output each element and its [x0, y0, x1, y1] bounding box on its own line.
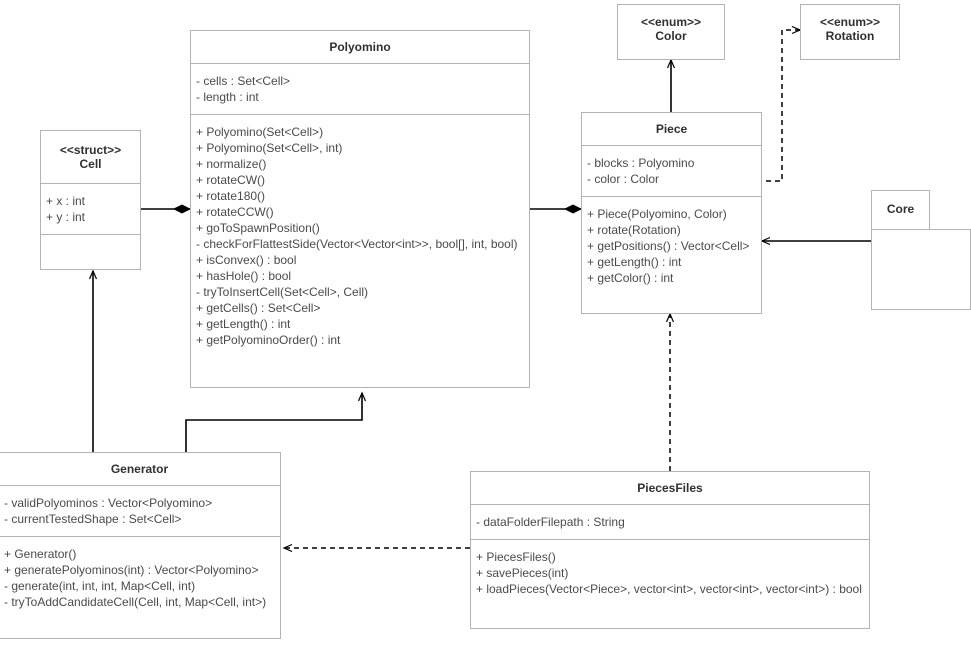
class-attributes-generator: - validPolyominos : Vector<Polyomino> - …: [0, 485, 280, 536]
class-node-generator[interactable]: Generator - validPolyominos : Vector<Pol…: [0, 452, 281, 639]
class-attributes-piece: - blocks : Polyomino - color : Color: [582, 145, 761, 196]
class-attributes-cell: + x : int + y : int: [41, 183, 140, 234]
operation-list: + Generator() + generatePolyominos(int) …: [4, 546, 275, 610]
edge-generator-polyomino: [185, 393, 362, 452]
operation-item: + rotate180(): [196, 189, 266, 203]
operation-item: + rotateCW(): [196, 173, 266, 187]
operation-item: + getPositions() : Vector<Cell>: [587, 239, 750, 253]
attribute-list: + x : int + y : int: [46, 193, 135, 225]
class-node-cell[interactable]: <<struct>> Cell + x : int + y : int: [40, 130, 141, 270]
attribute-item: - dataFolderFilepath : String: [476, 515, 625, 529]
operation-item: + getColor() : int: [587, 271, 674, 285]
attribute-item: + y : int: [46, 210, 86, 224]
attribute-item: - length : int: [196, 90, 259, 104]
class-attributes-polyomino: - cells : Set<Cell> - length : int: [191, 63, 529, 114]
class-title-rotation: <<enum>> Rotation: [801, 5, 899, 53]
class-node-rotation[interactable]: <<enum>> Rotation: [800, 4, 900, 60]
operation-item: - checkForFlattestSide(Vector<Vector<int…: [196, 237, 518, 251]
class-stereotype-color: <<enum>>: [640, 15, 702, 29]
attribute-item: - currentTestedShape : Set<Cell>: [4, 512, 182, 526]
class-operations-polyomino: + Polyomino(Set<Cell>) + Polyomino(Set<C…: [191, 114, 529, 357]
class-title-cell: <<struct>> Cell: [41, 131, 140, 183]
class-title-color: <<enum>> Color: [618, 5, 724, 53]
operation-item: - generate(int, int, int, Map<Cell, int): [4, 579, 196, 593]
attribute-item: - validPolyominos : Vector<Polyomino>: [4, 496, 213, 510]
class-stereotype-rotation: <<enum>>: [819, 15, 881, 29]
class-name-cell: Cell: [79, 157, 102, 171]
package-name-core: Core: [886, 202, 915, 216]
attribute-item: + x : int: [46, 194, 86, 208]
attribute-item: - color : Color: [587, 172, 660, 186]
class-name-color: Color: [655, 29, 687, 43]
class-operations-piecesfiles: + PiecesFiles() + savePieces(int) + load…: [471, 539, 869, 606]
operation-item: + goToSpawnPosition(): [196, 221, 320, 235]
class-title-piece: Piece: [582, 113, 761, 145]
operation-item: + getPolyominoOrder() : int: [196, 333, 341, 347]
class-operations-piece: + Piece(Polyomino, Color) + rotate(Rotat…: [582, 196, 761, 295]
operation-item: + normalize(): [196, 157, 267, 171]
class-name-piece: Piece: [655, 122, 688, 136]
class-attributes-piecesfiles: - dataFolderFilepath : String: [471, 504, 869, 539]
operation-item: + getCells() : Set<Cell>: [196, 301, 321, 315]
class-name-generator: Generator: [110, 462, 169, 476]
operation-item: + Piece(Polyomino, Color): [587, 207, 727, 221]
operation-item: + PiecesFiles(): [476, 550, 556, 564]
class-stereotype-cell: <<struct>>: [59, 143, 122, 157]
operation-item: + isConvex() : bool: [196, 253, 297, 267]
operation-item: - tryToInsertCell(Set<Cell>, Cell): [196, 285, 369, 299]
attribute-list: - dataFolderFilepath : String: [476, 514, 864, 530]
package-node-core[interactable]: Core: [871, 190, 971, 310]
operation-list: + Piece(Polyomino, Color) + rotate(Rotat…: [587, 206, 756, 286]
operation-item: + Generator(): [4, 547, 77, 561]
class-node-polyomino[interactable]: Polyomino - cells : Set<Cell> - length :…: [190, 30, 530, 388]
attribute-item: - cells : Set<Cell>: [196, 74, 291, 88]
class-operations-cell: [41, 234, 140, 256]
class-node-piece[interactable]: Piece - blocks : Polyomino - color : Col…: [581, 112, 762, 314]
class-node-piecesfiles[interactable]: PiecesFiles - dataFolderFilepath : Strin…: [470, 471, 870, 629]
operation-item: + Polyomino(Set<Cell>, int): [196, 141, 343, 155]
operation-item: + getLength() : int: [587, 255, 682, 269]
operation-item: + rotate(Rotation): [587, 223, 681, 237]
class-title-piecesfiles: PiecesFiles: [471, 472, 869, 504]
attribute-list: - blocks : Polyomino - color : Color: [587, 155, 756, 187]
class-operations-generator: + Generator() + generatePolyominos(int) …: [0, 536, 280, 619]
operation-item: + Polyomino(Set<Cell>): [196, 125, 324, 139]
class-name-polyomino: Polyomino: [329, 40, 391, 54]
attribute-list: - cells : Set<Cell> - length : int: [196, 73, 524, 105]
edge-piece-rotation: [766, 30, 800, 182]
operation-item: + hasHole() : bool: [196, 269, 292, 283]
operation-item: + savePieces(int): [476, 566, 569, 580]
package-tab-core: Core: [871, 190, 930, 230]
class-name-rotation: Rotation: [825, 29, 875, 43]
operation-item: + getLength() : int: [196, 317, 291, 331]
package-body-core: [871, 229, 971, 310]
operation-item: + rotateCCW(): [196, 205, 274, 219]
operation-list: + PiecesFiles() + savePieces(int) + load…: [476, 549, 864, 597]
class-title-polyomino: Polyomino: [191, 31, 529, 63]
operation-item: + loadPieces(Vector<Piece>, vector<int>,…: [476, 582, 862, 596]
attribute-item: - blocks : Polyomino: [587, 156, 695, 170]
operation-item: - tryToAddCandidateCell(Cell, int, Map<C…: [4, 595, 267, 609]
operation-item: + generatePolyominos(int) : Vector<Polyo…: [4, 563, 259, 577]
attribute-list: - validPolyominos : Vector<Polyomino> - …: [4, 495, 275, 527]
class-node-color[interactable]: <<enum>> Color: [617, 4, 725, 60]
class-name-piecesfiles: PiecesFiles: [637, 481, 703, 495]
class-title-generator: Generator: [0, 453, 280, 485]
operation-list: + Polyomino(Set<Cell>) + Polyomino(Set<C…: [196, 124, 524, 348]
